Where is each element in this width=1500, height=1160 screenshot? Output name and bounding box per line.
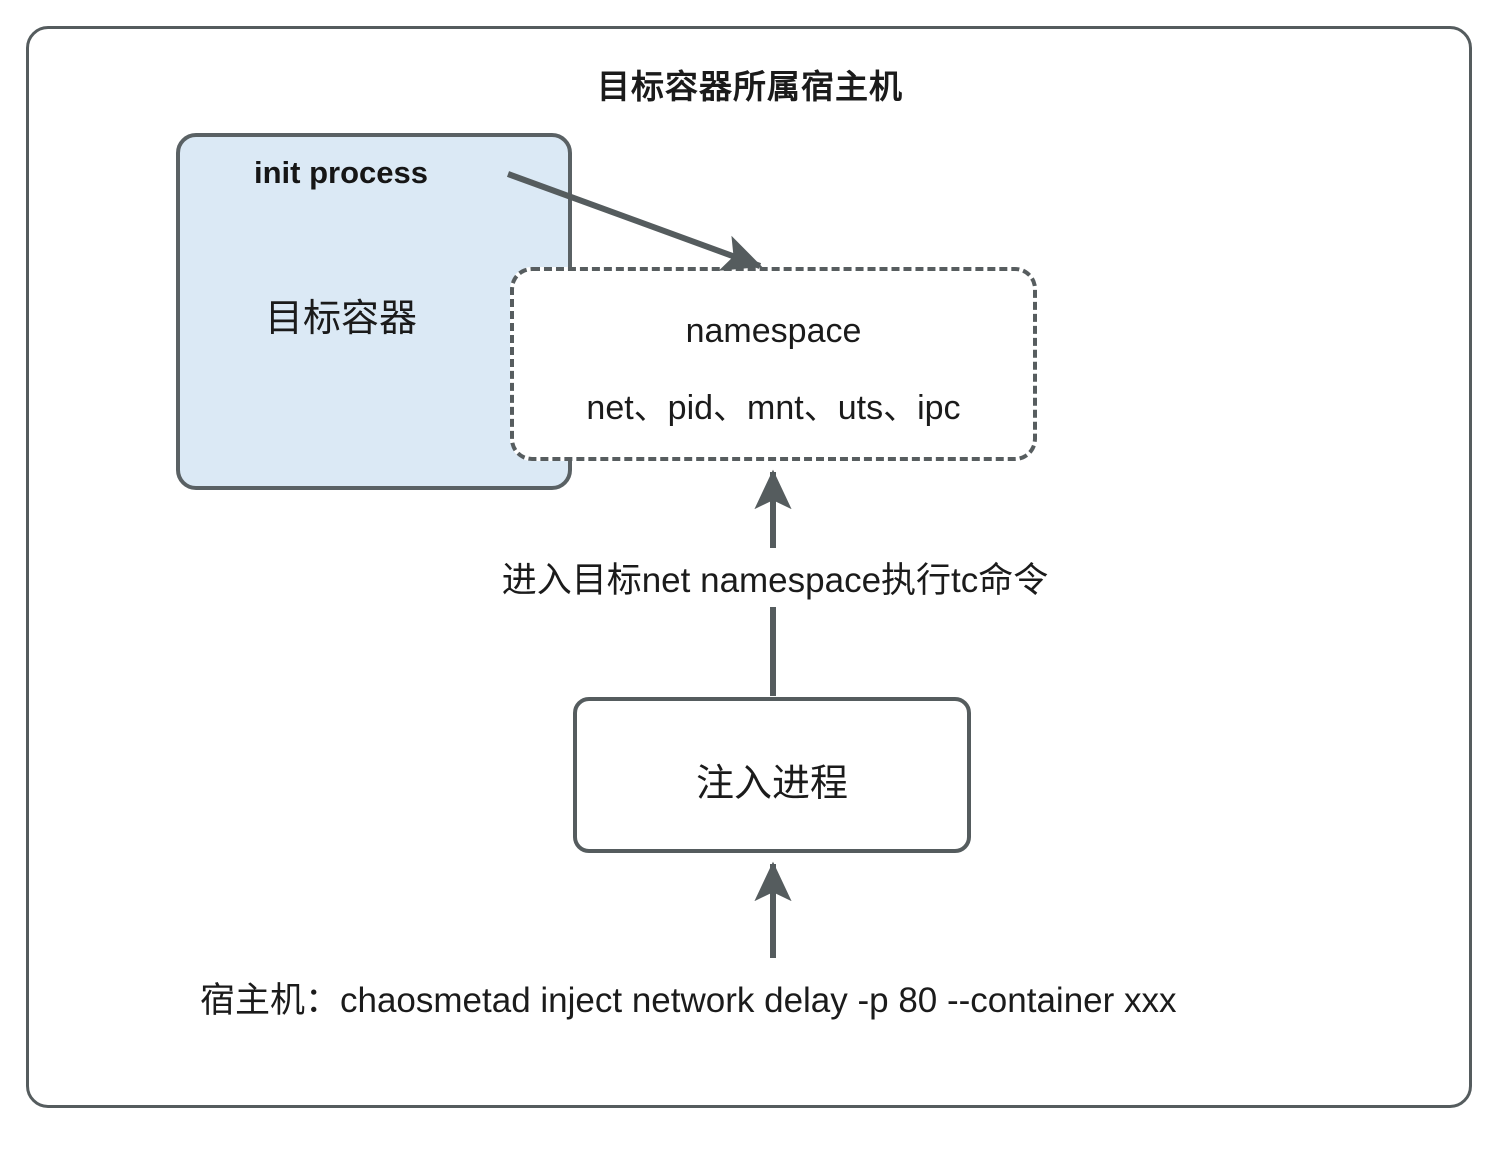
target-container-box [176,133,572,490]
enter-namespace-label: 进入目标net namespace执行tc命令 [250,548,1300,607]
target-container-label: 目标容器 [264,298,417,340]
namespace-types-label: net、pid、mnt、uts、ipc [586,389,961,427]
host-command-text: 宿主机：chaosmetad inject network delay -p 8… [200,981,1177,1020]
host-frame-title: 目标容器所属宿主机 [597,68,903,105]
init-process-label: init process [254,155,428,190]
inject-process-label: 注入进程 [695,763,848,805]
namespace-box [510,267,1037,461]
host-frame [26,26,1472,1108]
inject-process-box [573,697,971,853]
namespace-title: namespace [685,312,862,350]
